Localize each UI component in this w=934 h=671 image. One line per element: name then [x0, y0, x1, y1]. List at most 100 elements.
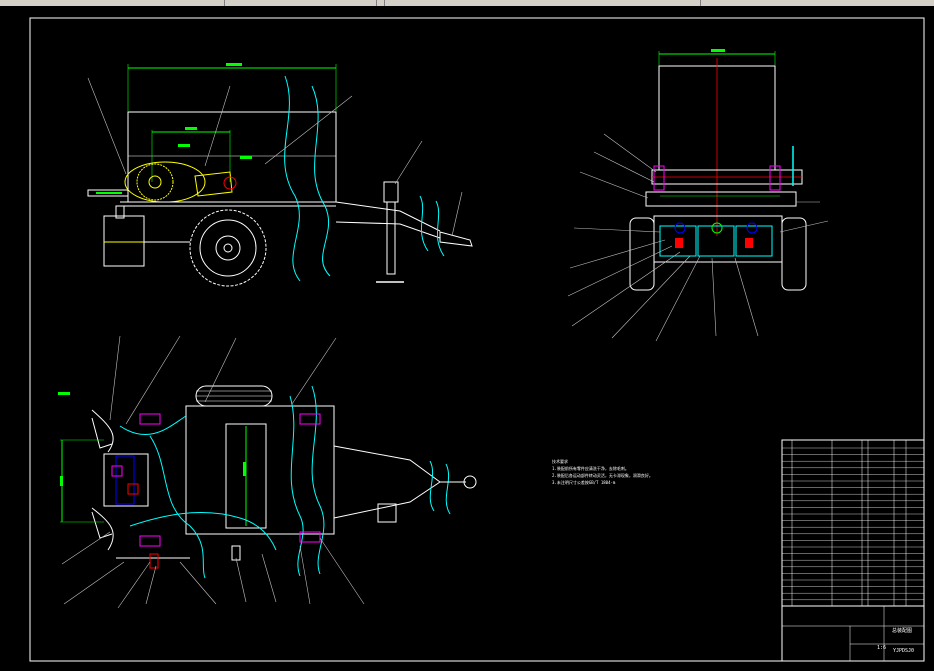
bearing — [127, 483, 139, 495]
leader-line — [779, 220, 829, 233]
blade-edge — [91, 511, 113, 539]
part-blue — [746, 222, 758, 234]
leader-line — [571, 251, 681, 327]
wheel-hub — [215, 235, 241, 261]
jack-stand-leg — [386, 201, 396, 275]
frame-cross — [645, 191, 797, 207]
leader-line — [204, 85, 231, 167]
leader-line — [261, 553, 277, 603]
leader-line — [61, 531, 111, 565]
toolbar-separator — [224, 0, 225, 6]
wheel-rim — [199, 219, 257, 277]
drawbar-top — [333, 481, 441, 519]
bearing — [653, 165, 665, 191]
break-line — [311, 85, 331, 277]
dimension-text — [243, 462, 246, 476]
leader-line — [569, 239, 666, 269]
small-pulley — [223, 176, 237, 190]
break-line — [445, 463, 451, 515]
part-green — [711, 222, 723, 234]
note-line: 2.装配后各运动部件转动灵活，无卡滞现象，润滑良好。 — [552, 473, 653, 478]
wheel-center — [223, 243, 233, 253]
leader-line — [567, 245, 673, 297]
pulley — [136, 163, 174, 201]
gear-box — [735, 225, 773, 257]
front-view — [567, 49, 829, 342]
dimension-text — [711, 49, 725, 52]
belt-drive — [124, 161, 206, 203]
leader-line — [579, 171, 649, 199]
drawing-title: 总装配图 — [892, 628, 913, 634]
leader-line — [109, 335, 121, 421]
toolbar-separator — [384, 0, 385, 6]
leader-line — [299, 545, 311, 605]
drawing-scale: 1:6 — [877, 645, 887, 651]
section-curve — [149, 435, 206, 579]
technical-notes: 技术要求 1.装配前所有零件应清洗干净，去除毛刺。 2.装配后各运动部件转动灵活，无… — [552, 458, 653, 486]
bracket — [139, 535, 161, 547]
leader-line — [711, 257, 717, 337]
section-curve — [129, 512, 277, 551]
lower-part — [149, 553, 159, 569]
leader-line — [319, 537, 365, 605]
leader-line — [734, 257, 759, 337]
part-blue — [674, 222, 686, 234]
bearing — [111, 465, 123, 477]
toolbar-separator — [376, 0, 377, 6]
break-line — [284, 75, 301, 282]
dimension-text — [240, 156, 252, 159]
dimension-text — [58, 392, 70, 395]
rotor-shaft — [115, 455, 135, 505]
viewer-top-toolbar-strip[interactable] — [0, 0, 934, 6]
bill-of-materials — [781, 439, 925, 662]
jack-stand-top — [383, 181, 399, 203]
leader-line — [145, 565, 157, 605]
rotor-housing — [103, 453, 149, 507]
leader-line — [451, 191, 463, 237]
jack-top — [377, 503, 397, 523]
belt-arm — [194, 171, 233, 197]
break-line — [289, 395, 304, 577]
base-plate — [87, 189, 129, 197]
blade-edge — [91, 417, 113, 449]
break-line — [435, 200, 445, 257]
bom-rows — [782, 447, 924, 600]
leader-line — [593, 151, 655, 183]
leader-line — [573, 227, 661, 233]
drawbar — [335, 201, 441, 232]
lower-part — [231, 545, 241, 561]
break-line — [429, 460, 435, 512]
top-view — [58, 335, 477, 609]
drawing-canvas[interactable] — [0, 6, 934, 667]
bearing — [769, 165, 781, 191]
leader-line — [125, 335, 181, 425]
note-line: 技术要求 — [552, 459, 568, 464]
drawbar-top — [333, 445, 441, 483]
base-plate-marking — [96, 192, 122, 194]
dimension-text — [226, 63, 242, 66]
motor — [103, 215, 145, 267]
leader-line — [655, 255, 701, 342]
motor-mount — [115, 205, 125, 219]
drawbar — [335, 221, 441, 239]
leader-line — [117, 561, 151, 609]
leader-line — [611, 255, 691, 339]
leader-line — [235, 557, 247, 603]
title-block — [781, 605, 925, 662]
hitch — [439, 231, 473, 247]
pulley-hub — [148, 175, 162, 189]
section-curve — [119, 415, 187, 436]
assembly-drawing — [29, 17, 925, 662]
leader-line — [394, 140, 423, 185]
blade — [91, 507, 114, 551]
leader-line — [204, 337, 237, 403]
leader-line — [87, 77, 127, 175]
note-line: 3.未注明尺寸公差按GB/T 1804-m — [552, 480, 616, 485]
leader-line — [264, 95, 353, 165]
gear-box — [659, 225, 697, 257]
leader-line — [603, 133, 657, 173]
note-line: 1.装配前所有零件应清洗干净，去除毛刺。 — [552, 466, 629, 471]
wheel-tire — [189, 209, 267, 287]
side-view — [87, 63, 473, 287]
bracket — [299, 413, 321, 425]
